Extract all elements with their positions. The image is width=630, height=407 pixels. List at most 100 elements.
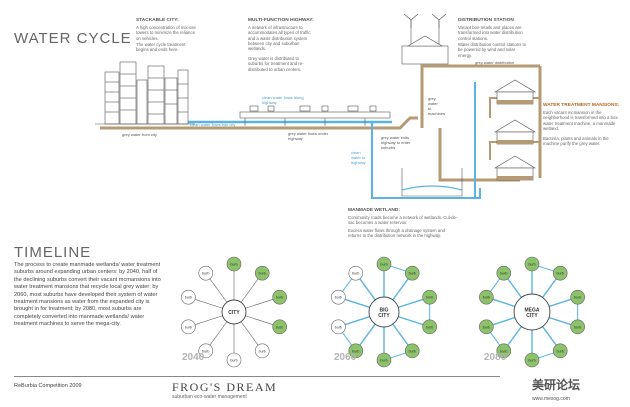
burb-node	[376, 256, 392, 272]
highway-body2: Grey water is distributed to suburbs for…	[248, 56, 304, 72]
burb-node	[331, 289, 346, 305]
burb-node-label: burb	[230, 359, 237, 363]
burb-node-label: burb	[528, 359, 535, 363]
city-node	[221, 299, 247, 325]
burb-node	[254, 343, 270, 359]
city-node	[368, 296, 400, 328]
burb-node	[348, 265, 364, 281]
burb-node	[422, 319, 437, 335]
burb-node	[524, 256, 540, 272]
burb-node	[226, 256, 242, 272]
burb-node-label: burb	[409, 272, 416, 276]
burb-node	[272, 319, 287, 335]
timeline-description: The process to create manmade wetlands/ …	[14, 262, 161, 327]
wetland-illustration	[401, 168, 463, 197]
timeline-year-2040: 2040	[182, 352, 205, 363]
burb-node-label: burb	[335, 325, 342, 329]
burb-node-label: burb	[409, 349, 416, 353]
burb-node	[524, 352, 540, 368]
wetland-body1: Community roads become a network of wetl…	[348, 215, 458, 226]
burb-node	[552, 343, 568, 359]
burb-node	[496, 343, 512, 359]
burb-node-label: burb	[185, 325, 192, 329]
flow-label-clean-to-city: clean water flows into city	[190, 122, 236, 127]
flow-label-grey-under-highway: grey water flows under highway	[288, 131, 329, 141]
burb-node	[479, 319, 494, 335]
burb-node-label: burb	[185, 296, 192, 300]
city-node-label: CITY	[228, 310, 240, 316]
grey-water-pipe-up	[420, 64, 540, 128]
grey-water-pipe-down	[438, 128, 520, 182]
distribution-body1: Vacant box-retails and places are transf…	[458, 25, 523, 41]
mansions-body2: Bacteria, plants and animals in the mach…	[543, 136, 609, 147]
clean-water-pipe-up	[371, 122, 481, 199]
burb-node	[254, 265, 270, 281]
flow-label-grey-distribution: grey water distribution	[475, 60, 515, 65]
burb-node	[198, 265, 214, 281]
burb-node-label: burb	[483, 296, 490, 300]
distribution-body2: Water distribution control stations to b…	[458, 42, 527, 58]
burb-node-label: burb	[352, 272, 359, 276]
burb-node-label: burb	[380, 263, 387, 267]
burb-node-label: burb	[380, 359, 387, 363]
timeline-year-2060: 2060	[334, 352, 357, 363]
footer-title: FROG'S DREAM	[172, 380, 278, 394]
burb-node	[404, 343, 420, 359]
burb-node-label: burb	[426, 296, 433, 300]
burb-node	[552, 265, 568, 281]
timeline-network-2060: burbburbburbburbburbburbburbburbburbburb…	[331, 256, 437, 368]
burb-node	[570, 319, 585, 335]
mansions-body1: Each vacant mcmansion in the neighborhoo…	[543, 110, 619, 132]
city-node-label: CITY	[378, 313, 390, 319]
burb-node-label: burb	[528, 263, 535, 267]
wetland-body2: Excess water flows through a drainage sy…	[348, 228, 445, 239]
burb-node-label: burb	[335, 296, 342, 300]
highway-body1: A network of infrastructure to accommoda…	[248, 25, 311, 52]
burb-node-label: burb	[259, 272, 266, 276]
flow-label-grey-from-city: grey water from city	[122, 132, 157, 137]
burb-node	[226, 352, 242, 368]
stackable-city-heading: STACKABLE CITY:	[136, 18, 179, 23]
water-cycle-title: WATER CYCLE	[14, 30, 132, 47]
burb-node	[404, 265, 420, 281]
highway-illustration	[239, 105, 391, 126]
flow-label-clean-from-suburbs: clean water to highway	[351, 150, 366, 165]
burb-node-label: burb	[202, 349, 209, 353]
treatment-mansions-illustration	[493, 79, 537, 181]
water-pipes	[100, 64, 542, 199]
stackable-city-body1: A high concentration of mix-use towers t…	[136, 25, 196, 41]
burb-node	[198, 343, 214, 359]
burb-node-label: burb	[259, 349, 266, 353]
burb-node-label: burb	[574, 325, 581, 329]
wetland-heading: MANMADE WETLAND:	[348, 208, 400, 213]
flow-label-grey-exits: grey water exits highway to enter suburb…	[381, 135, 411, 150]
burb-node-label: burb	[500, 272, 507, 276]
burb-node-label: burb	[500, 349, 507, 353]
timeline-title: TIMELINE	[14, 244, 92, 261]
city-node	[513, 293, 551, 331]
burb-node-label: burb	[352, 349, 359, 353]
burb-node-label: burb	[230, 263, 237, 267]
distribution-heading: DISTRIBUTION STATION	[458, 18, 514, 23]
burb-node	[496, 265, 512, 281]
stackable-city-illustration	[95, 61, 195, 125]
city-node-label: MEGA	[525, 307, 540, 313]
footer-divider	[14, 376, 500, 377]
flow-label-clean-along-highway: clean water flows along highway	[262, 95, 304, 105]
timeline-network-2040: burbburbburbburbburbburbburbburbburbburb…	[181, 256, 287, 368]
burb-node-label: burb	[276, 296, 283, 300]
burb-node	[376, 352, 392, 368]
burb-node-label: burb	[202, 272, 209, 276]
burb-node-label: burb	[557, 272, 564, 276]
city-node-label: BIG	[380, 307, 389, 313]
watermark-url: www.mesog.com	[532, 396, 570, 402]
burb-node-label: burb	[557, 349, 564, 353]
burb-node	[479, 289, 494, 305]
burb-node	[181, 289, 196, 305]
footer-competition: ReBurbia Competition 2009	[14, 383, 82, 389]
watermark-text: 美研论坛	[532, 378, 581, 392]
burb-node-label: burb	[574, 296, 581, 300]
timeline-year-2080: 2080	[484, 352, 507, 363]
grey-water-pipe-main	[100, 116, 418, 130]
